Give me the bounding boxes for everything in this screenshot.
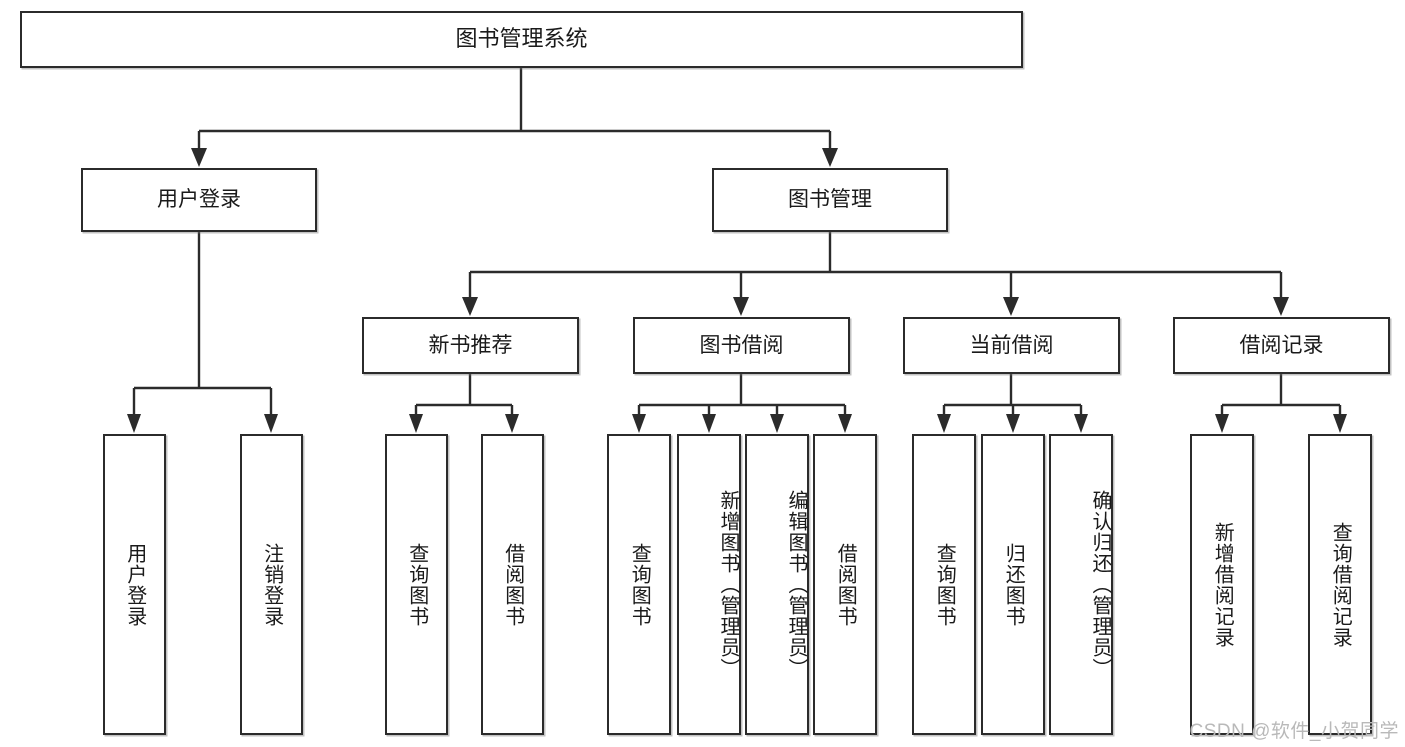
arrow-bookmgmt-to-borrow [733, 297, 749, 316]
node-user-login[interactable]: 用户登录 [81, 168, 317, 232]
leaf-return-book[interactable]: 归还图书 [981, 434, 1045, 735]
arrow-newbooks-to-borrow [505, 414, 519, 433]
arrow-root-to-user-login [191, 148, 207, 167]
arrow-current-to-return [1006, 414, 1020, 433]
leaf-add-borrow-record[interactable]: 新增借阅记录 [1190, 434, 1254, 735]
node-book-borrow[interactable]: 图书借阅 [633, 317, 850, 374]
leaf-edit-book-admin[interactable]: 编辑图书（管理员） [745, 434, 809, 735]
node-root-system[interactable]: 图书管理系统 [20, 11, 1023, 68]
leaf-borrow-book[interactable]: 借阅图书 [813, 434, 877, 735]
arrow-bookmgmt-to-records [1273, 297, 1289, 316]
leaf-query-book-new[interactable]: 查询图书 [385, 434, 448, 735]
node-book-management[interactable]: 图书管理 [712, 168, 948, 232]
watermark-text: CSDN @软件_小贺同学 [1189, 721, 1399, 742]
leaf-add-book-admin[interactable]: 新增图书（管理员） [677, 434, 741, 735]
arrow-current-to-query [937, 414, 951, 433]
arrow-current-to-confirm [1074, 414, 1088, 433]
arrow-borrow-to-add [702, 414, 716, 433]
arrow-borrow-to-edit [770, 414, 784, 433]
leaf-logout[interactable]: 注销登录 [240, 434, 303, 735]
leaf-user-login[interactable]: 用户登录 [103, 434, 166, 735]
arrow-borrow-to-borrowbook [838, 414, 852, 433]
arrow-userlogin-to-logout [264, 414, 278, 433]
node-current-borrow[interactable]: 当前借阅 [903, 317, 1120, 374]
arrow-newbooks-to-query [409, 414, 423, 433]
leaf-query-book-borrow[interactable]: 查询图书 [607, 434, 671, 735]
leaf-confirm-return-admin[interactable]: 确认归还（管理员） [1049, 434, 1113, 735]
node-new-book-recommend[interactable]: 新书推荐 [362, 317, 579, 374]
arrow-bookmgmt-to-current [1003, 297, 1019, 316]
node-borrow-records[interactable]: 借阅记录 [1173, 317, 1390, 374]
leaf-query-borrow-record[interactable]: 查询借阅记录 [1308, 434, 1372, 735]
arrow-records-to-query [1333, 414, 1347, 433]
leaf-borrow-book-new[interactable]: 借阅图书 [481, 434, 544, 735]
arrow-userlogin-to-login [127, 414, 141, 433]
arrow-records-to-add [1215, 414, 1229, 433]
arrow-bookmgmt-to-new-books [462, 297, 478, 316]
arrow-borrow-to-query [632, 414, 646, 433]
leaf-query-book-current[interactable]: 查询图书 [912, 434, 976, 735]
arrow-root-to-book-mgmt [822, 148, 838, 167]
